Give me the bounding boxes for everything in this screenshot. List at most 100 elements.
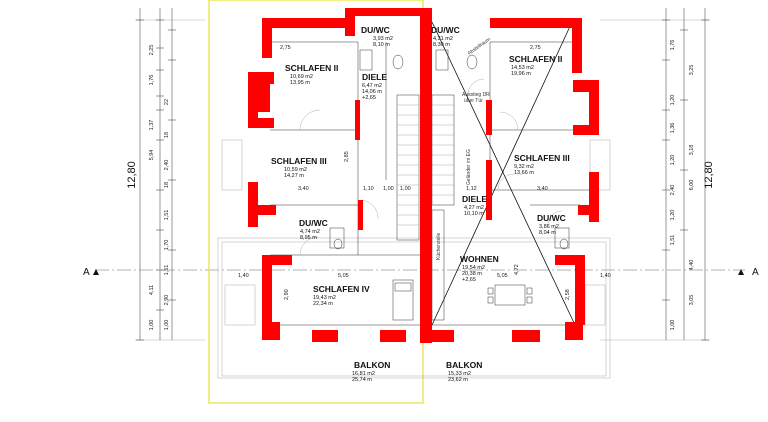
hdim-4: 1,10 xyxy=(363,186,374,192)
room-area: 4,31 m2 xyxy=(433,36,453,42)
left-dim-4: 1,37 xyxy=(149,120,155,131)
left-dim-2: 1,76 xyxy=(149,75,155,86)
hdim-2: 2,75 xyxy=(530,45,541,51)
left-dim-8: 2,40 xyxy=(164,160,170,171)
left-dim-9: 1,51 xyxy=(164,210,170,221)
room-area: 10,59 m2 xyxy=(284,167,307,173)
room-perimeter: 13,95 m xyxy=(290,80,310,86)
room-schlafen2-right: SCHLAFEN II 14,53 m2 19,96 m xyxy=(509,54,562,77)
room-name: SCHLAFEN III xyxy=(514,153,570,163)
left-dim-3: 22 xyxy=(164,99,170,105)
section-marker-right: A xyxy=(752,267,759,278)
annotation-gelaender: Geländer im EG xyxy=(466,149,472,185)
room-schlafen3-left: SCHLAFEN III 10,59 m2 14,27 m xyxy=(271,156,327,179)
room-perimeter: 23,62 m xyxy=(448,377,468,383)
right-dim-3: 1,20 xyxy=(670,95,676,106)
room-name: SCHLAFEN III xyxy=(271,156,327,166)
left-dim-7: 5,94 xyxy=(149,150,155,161)
room-area: 6,47 m2 xyxy=(362,83,382,89)
room-wohnen: WOHNEN 19,54 m2 20,38 m +2,65 xyxy=(460,254,499,283)
section-arrow-left-icon xyxy=(93,269,99,275)
room-duwc-mid-right: DU/WC 3,86 m2 8,04 m xyxy=(537,213,566,236)
room-schlafen4: SCHLAFEN IV 19,43 m2 22,34 m xyxy=(313,284,370,307)
hdim-5: 1,00 xyxy=(383,186,394,192)
room-perimeter: 8,30 m xyxy=(433,42,450,48)
room-area: 19,43 m2 xyxy=(313,295,336,301)
room-schlafen3-right: SCHLAFEN III 9,32 m2 13,66 m xyxy=(514,153,570,176)
room-name: DU/WC xyxy=(361,25,390,35)
right-dim-7: 6,00 xyxy=(689,180,695,191)
room-perimeter: 20,38 m xyxy=(462,271,482,277)
room-perimeter: 8,10 m xyxy=(373,42,390,48)
room-name: WOHNEN xyxy=(460,254,499,264)
room-duwc-mid-left: DU/WC 4,74 m2 8,95 m xyxy=(299,218,328,241)
room-area: 10,69 m2 xyxy=(290,74,313,80)
room-area: 4,74 m2 xyxy=(300,229,320,235)
left-dim-15: 1,00 xyxy=(164,320,170,331)
room-balkon-right: BALKON 15,33 m2 23,62 m xyxy=(446,360,482,383)
room-diele-left: DIELE 6,47 m2 14,06 m +2,65 xyxy=(362,72,387,101)
room-area: 14,53 m2 xyxy=(511,65,534,71)
room-schlafen2-left: SCHLAFEN II 10,69 m2 13,95 m xyxy=(285,63,338,86)
room-name: DU/WC xyxy=(431,25,460,35)
room-area: 4,27 m2 xyxy=(464,205,484,211)
hdim-7: 1,12 xyxy=(466,186,477,192)
right-dim-2: 3,25 xyxy=(689,65,695,76)
hdim-1: 2,75 xyxy=(280,45,291,51)
left-dim-1: 2,25 xyxy=(149,45,155,56)
room-name: DIELE xyxy=(362,72,387,82)
room-level: +2,65 xyxy=(362,95,376,101)
room-duwc-top-left: DU/WC 3,93 m2 8,10 m xyxy=(361,25,393,48)
room-name: SCHLAFEN II xyxy=(509,54,562,64)
annotation-kuechenzeile: Küchenzeile xyxy=(436,233,442,260)
hdim-6: 1,00 xyxy=(400,186,411,192)
room-area: 3,86 m2 xyxy=(539,224,559,230)
horizontal-dimensions: 2,75 2,75 3,40 1,10 1,00 1,00 1,12 3,40 … xyxy=(238,45,611,300)
right-dim-12: 3,05 xyxy=(689,295,695,306)
right-dim-1: 1,76 xyxy=(670,40,676,51)
room-area: 19,54 m2 xyxy=(462,265,485,271)
room-perimeter: 8,04 m xyxy=(539,230,556,236)
room-level: +2,65 xyxy=(462,277,476,283)
interior-lines xyxy=(217,21,611,379)
right-dim-10: 1,51 xyxy=(670,235,676,246)
section-arrow-right-icon xyxy=(738,269,744,275)
room-balkon-left: BALKON 16,81 m2 25,74 m xyxy=(352,360,390,383)
room-name: DU/WC xyxy=(299,218,328,228)
annotation-tuer: über Tür xyxy=(464,98,483,104)
right-dim-13: 1,00 xyxy=(670,320,676,331)
total-height-right: 12,80 xyxy=(703,161,715,189)
room-name: SCHLAFEN II xyxy=(285,63,338,73)
room-name: SCHLAFEN IV xyxy=(313,284,370,294)
right-dimension-chain: 12,80 1,76 3,25 1,20 1,36 3,18 1,20 6,00… xyxy=(600,8,715,341)
walls xyxy=(248,8,599,343)
room-area: 9,32 m2 xyxy=(514,164,534,170)
room-perimeter: 10,10 m xyxy=(464,211,484,217)
hdim-10: 5,05 xyxy=(338,273,349,279)
room-perimeter: 14,06 m xyxy=(362,89,382,95)
right-dim-6: 1,20 xyxy=(670,155,676,166)
room-name: DU/WC xyxy=(537,213,566,223)
right-dim-5: 3,18 xyxy=(689,145,695,156)
annotation-ausstieg: Ausstieg DR xyxy=(462,92,490,98)
right-dim-11: 4,40 xyxy=(689,260,695,271)
room-area: 15,33 m2 xyxy=(448,371,471,377)
room-perimeter: 13,66 m xyxy=(514,170,534,176)
room-duwc-top-right: DU/WC 4,31 m2 8,30 m xyxy=(431,25,460,48)
left-dim-6: 18 xyxy=(164,182,170,188)
hdim-9: 1,40 xyxy=(238,273,249,279)
room-perimeter: 19,96 m xyxy=(511,71,531,77)
hdim-15: 2,58 xyxy=(565,289,571,300)
section-marker-left: A xyxy=(83,267,90,278)
room-perimeter: 8,95 m xyxy=(300,235,317,241)
room-diele-right: DIELE 4,27 m2 10,10 m xyxy=(462,194,487,217)
right-dim-8: 2,40 xyxy=(670,185,676,196)
hdim-11: 5,05 xyxy=(497,273,508,279)
hdim-14: 2,90 xyxy=(284,289,290,300)
hdim-3: 3,40 xyxy=(298,186,309,192)
left-dim-5: 18 xyxy=(164,132,170,138)
hdim-13: 4,72 xyxy=(514,264,520,275)
hdim-8: 3,40 xyxy=(537,186,548,192)
right-dim-4: 1,36 xyxy=(670,123,676,134)
room-name: BALKON xyxy=(446,360,482,370)
